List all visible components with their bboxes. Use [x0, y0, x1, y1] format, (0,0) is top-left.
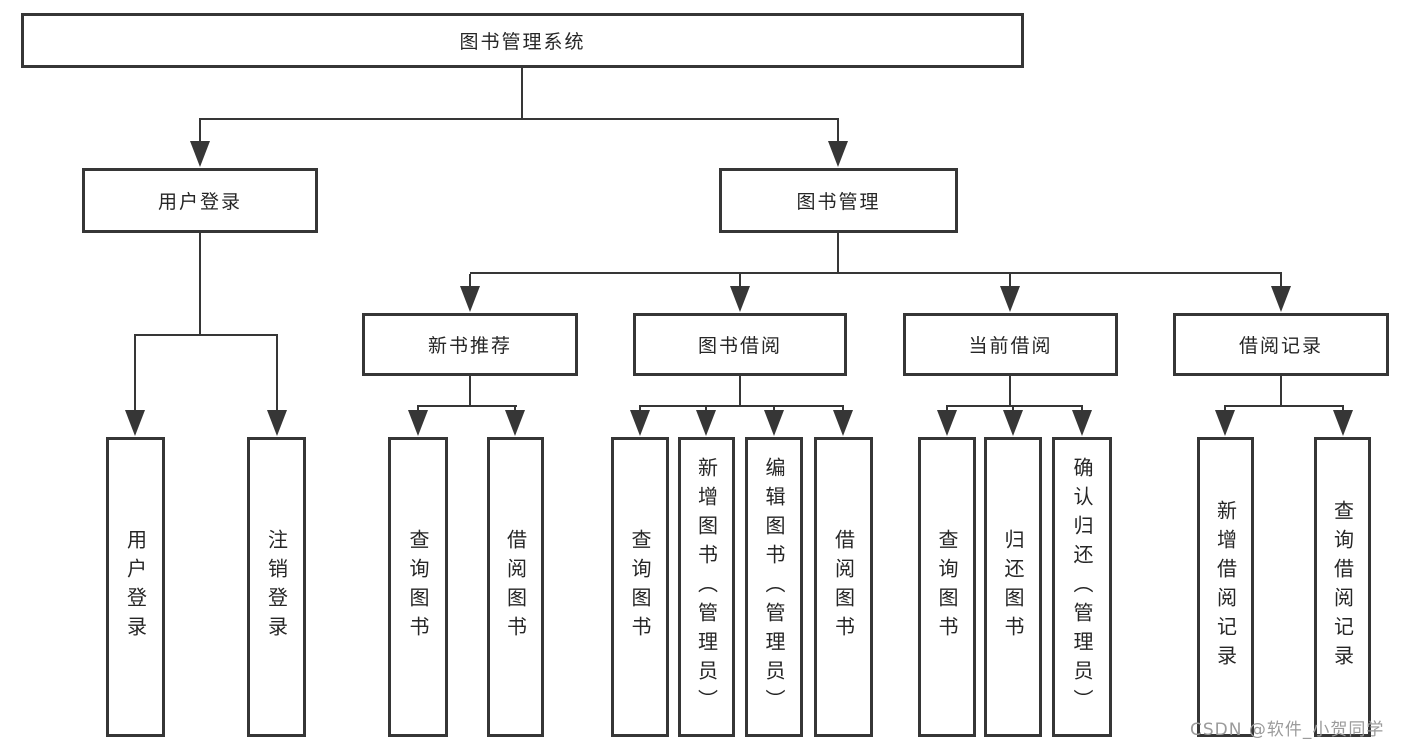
arrow-down-icon — [1215, 410, 1235, 436]
connector-line — [837, 233, 839, 274]
connector-line — [417, 407, 419, 412]
watermark-text: CSDN @软件_小贺同学 — [1190, 720, 1385, 740]
connector-line — [199, 233, 201, 336]
connector-line — [1280, 376, 1282, 407]
node-leaf-records-query: 查询借阅记录 — [1314, 437, 1371, 737]
arrow-down-icon — [833, 410, 853, 436]
arrow-down-icon — [1000, 286, 1020, 312]
connector-line — [417, 405, 517, 407]
node-current-borrow: 当前借阅 — [903, 313, 1118, 376]
connector-line — [739, 274, 741, 287]
connector-line — [1224, 407, 1226, 412]
node-new-books: 新书推荐 — [362, 313, 578, 376]
node-leaf-borrow-borrow: 借阅图书 — [814, 437, 873, 737]
connector-line — [946, 407, 948, 412]
connector-line — [199, 120, 201, 143]
node-borrow-records: 借阅记录 — [1173, 313, 1389, 376]
arrow-down-icon — [937, 410, 957, 436]
node-leaf-current-confirm: 确认归还（管理员） — [1052, 437, 1112, 737]
connector-line — [739, 376, 741, 407]
connector-line — [1224, 405, 1344, 407]
connector-line — [276, 336, 278, 411]
node-root: 图书管理系统 — [21, 13, 1024, 68]
arrow-down-icon — [828, 141, 848, 167]
connector-line — [199, 118, 839, 120]
connector-line — [469, 274, 471, 287]
connector-line — [1012, 407, 1014, 412]
node-leaf-newbooks-query: 查询图书 — [388, 437, 448, 737]
arrow-down-icon — [630, 410, 650, 436]
arrow-down-icon — [1271, 286, 1291, 312]
arrow-down-icon — [408, 410, 428, 436]
connector-line — [773, 407, 775, 412]
connector-line — [946, 405, 1083, 407]
node-leaf-borrow-add: 新增图书（管理员） — [678, 437, 735, 737]
node-leaf-records-add: 新增借阅记录 — [1197, 437, 1254, 737]
arrow-down-icon — [1003, 410, 1023, 436]
node-leaf-current-return: 归还图书 — [984, 437, 1042, 737]
arrow-down-icon — [1333, 410, 1353, 436]
arrow-down-icon — [730, 286, 750, 312]
connector-line — [639, 407, 641, 412]
connector-line — [470, 272, 1282, 274]
node-leaf-current-query: 查询图书 — [918, 437, 976, 737]
connector-line — [639, 405, 844, 407]
node-book-mgmt: 图书管理 — [719, 168, 958, 233]
connector-line — [1009, 376, 1011, 407]
connector-line — [134, 334, 278, 336]
connector-line — [1342, 407, 1344, 412]
arrow-down-icon — [764, 410, 784, 436]
connector-line — [705, 407, 707, 412]
arrow-down-icon — [696, 410, 716, 436]
arrow-down-icon — [190, 141, 210, 167]
connector-line — [1280, 274, 1282, 287]
connector-line — [469, 376, 471, 407]
arrow-down-icon — [267, 410, 287, 436]
node-user-login: 用户登录 — [82, 168, 318, 233]
connector-line — [514, 407, 516, 412]
arrow-down-icon — [1072, 410, 1092, 436]
node-book-borrow: 图书借阅 — [633, 313, 847, 376]
node-leaf-newbooks-borrow: 借阅图书 — [487, 437, 544, 737]
node-leaf-user-login: 用户登录 — [106, 437, 165, 737]
arrow-down-icon — [460, 286, 480, 312]
node-leaf-logout: 注销登录 — [247, 437, 306, 737]
connector-line — [1009, 274, 1011, 287]
connector-line — [134, 336, 136, 411]
node-leaf-borrow-query: 查询图书 — [611, 437, 669, 737]
connector-line — [837, 120, 839, 143]
node-leaf-borrow-edit: 编辑图书（管理员） — [745, 437, 803, 737]
connector-line — [521, 68, 523, 120]
connector-line — [842, 407, 844, 412]
arrow-down-icon — [505, 410, 525, 436]
connector-line — [1081, 407, 1083, 412]
arrow-down-icon — [125, 410, 145, 436]
